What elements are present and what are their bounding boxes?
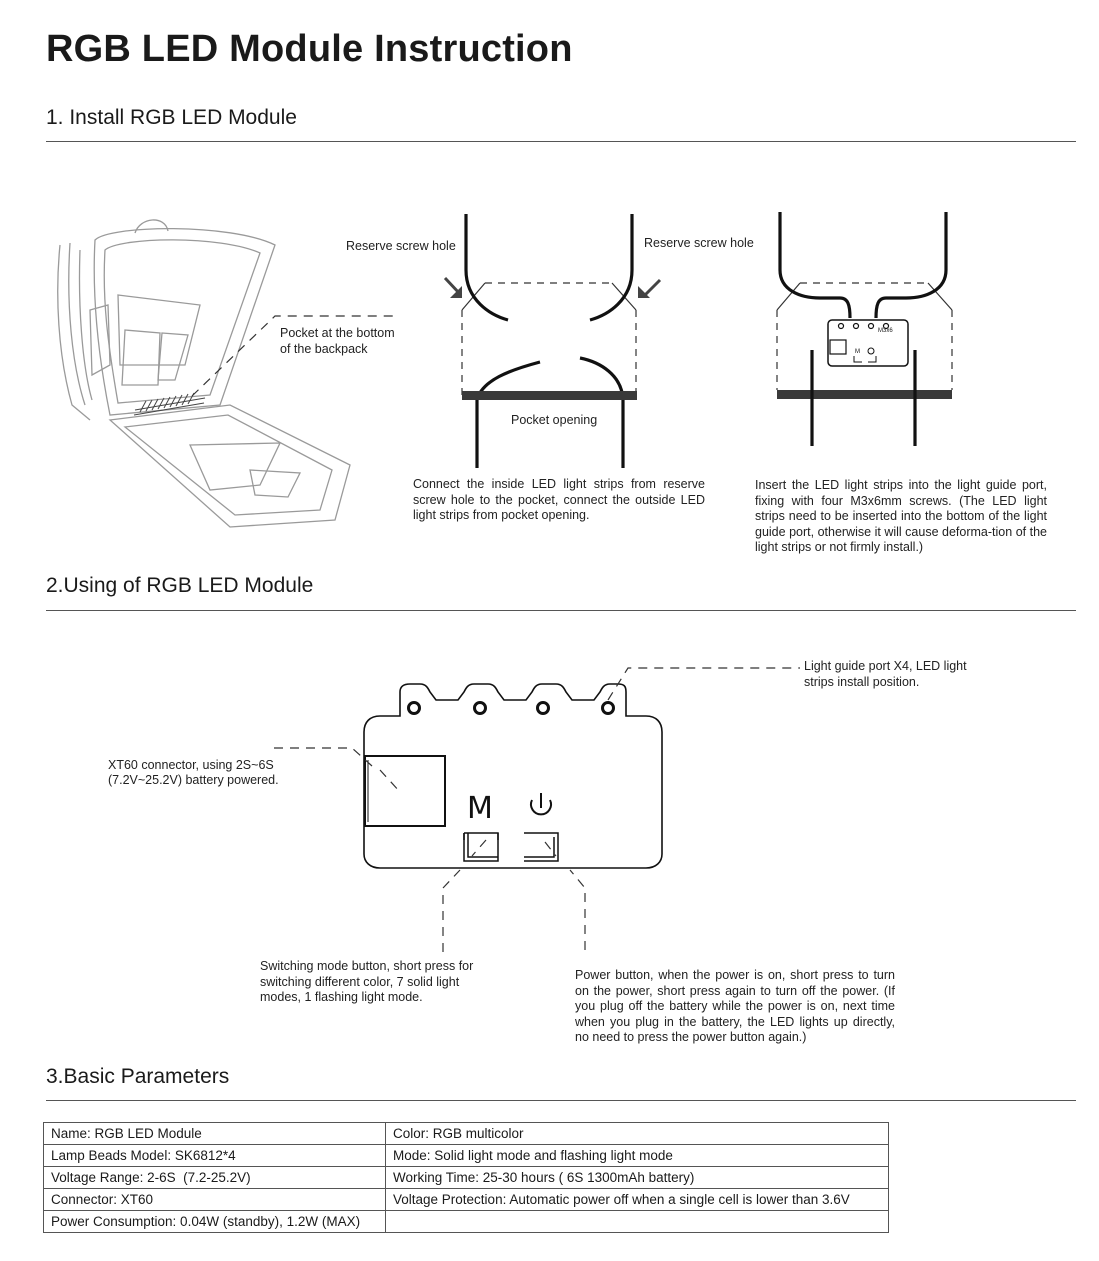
reserve-screw-hole-right-label: Reserve screw hole — [644, 236, 754, 250]
table-row: Voltage Range: 2-6S (7.2-25.2V)Working T… — [43, 1166, 889, 1189]
mini-mode-letter: M — [855, 349, 860, 355]
xt60-label-line-1: XT60 connector, using 2S~6S — [108, 758, 274, 772]
routing-diagram — [443, 214, 662, 468]
section-heading-using: 2.Using of RGB LED Module — [46, 574, 314, 597]
reserve-screw-hole-left-label: Reserve screw hole — [346, 239, 456, 253]
param-cell-right — [385, 1210, 889, 1233]
backpack-illustration — [57, 219, 351, 528]
mini-screw-label: M3x6 — [878, 328, 893, 334]
pocket-leader-line — [191, 315, 395, 397]
param-cell-left: Voltage Range: 2-6S (7.2-25.2V) — [43, 1166, 386, 1189]
xt60-label-line-2: (7.2V~25.2V) battery powered. — [108, 773, 279, 787]
switching-mode-description: Switching mode button, short press for s… — [260, 959, 474, 1004]
power-icon — [530, 793, 552, 816]
pocket-label-line-1: Pocket at the bottom — [280, 326, 395, 340]
param-cell-right: Color: RGB multicolor — [385, 1122, 889, 1145]
param-cell-right: Working Time: 25-30 hours ( 6S 1300mAh b… — [385, 1166, 889, 1189]
param-cell-left: Name: RGB LED Module — [43, 1122, 386, 1145]
insert-instructions: Insert the LED light strips into the lig… — [755, 478, 1047, 554]
page-title: RGB LED Module Instruction — [46, 28, 573, 70]
mode-letter-icon: M — [467, 791, 493, 826]
section-divider — [46, 141, 1076, 142]
section-divider — [46, 610, 1076, 611]
rgb-led-module-diagram — [274, 667, 800, 952]
connect-instructions: Connect the inside LED light strips from… — [413, 477, 705, 522]
section-divider — [46, 1100, 1076, 1101]
insert-diagram: M — [776, 212, 953, 446]
light-guide-label-line-2: strips install position. — [804, 675, 920, 689]
param-cell-left: Connector: XT60 — [43, 1188, 386, 1211]
param-cell-right: Mode: Solid light mode and flashing ligh… — [385, 1144, 889, 1167]
param-cell-right: Voltage Protection: Automatic power off … — [385, 1188, 889, 1211]
pocket-label-line-2: of the backpack — [280, 342, 368, 356]
light-guide-label-line-1: Light guide port X4, LED light — [804, 659, 967, 673]
param-cell-left: Power Consumption: 0.04W (standby), 1.2W… — [43, 1210, 386, 1233]
power-button-description: Power button, when the power is on, shor… — [575, 968, 895, 1044]
section-heading-params: 3.Basic Parameters — [46, 1065, 230, 1088]
param-cell-left: Lamp Beads Model: SK6812*4 — [43, 1144, 386, 1167]
section-heading-install: 1. Install RGB LED Module — [46, 106, 297, 129]
pocket-opening-label: Pocket opening — [511, 413, 598, 427]
table-row: Power Consumption: 0.04W (standby), 1.2W… — [43, 1210, 889, 1233]
